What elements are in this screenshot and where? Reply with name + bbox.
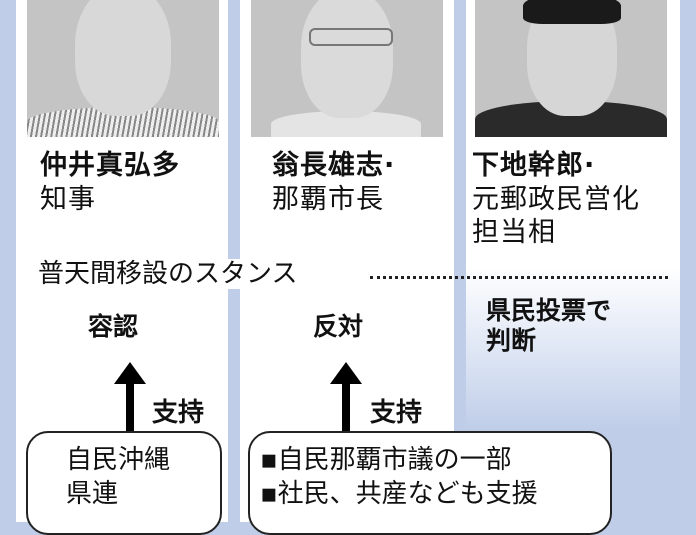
supporter-text: ▪自民那覇市議の一部 (260, 445, 512, 475)
stance-value: 反対 (313, 312, 364, 341)
arrow-up-icon (114, 362, 146, 384)
candidate-title: 知事 (40, 184, 96, 215)
portrait-photo-shimoji (475, 0, 667, 137)
stance-value: 判断 (486, 326, 537, 355)
arrow-shaft (342, 383, 350, 433)
supporter-box (248, 431, 612, 535)
portrait-photo-nakaima (27, 0, 219, 137)
support-label: 支持 (152, 398, 205, 428)
hair-shape (523, 0, 621, 24)
face-shape (301, 0, 393, 118)
supporter-text: ▪社民、共産なども支援 (260, 479, 538, 509)
candidate-name: 翁長雄志· (272, 150, 396, 181)
stance-value: 容認 (88, 312, 139, 341)
stance-value: 県民投票で (486, 296, 612, 325)
portrait-photo-onaga (251, 0, 443, 137)
arrow-shaft (126, 383, 134, 433)
candidate-name: 下地幹郎· (472, 150, 596, 181)
supporter-text: 県連 (66, 479, 119, 509)
dotted-divider (370, 276, 668, 279)
glasses-shape (309, 28, 393, 46)
stance-header: 普天間移設のスタンス (38, 259, 302, 289)
candidate-title: 担当相 (472, 217, 556, 248)
candidate-title: 元郵政民営化 (472, 184, 640, 215)
candidate-title: 那覇市長 (272, 184, 384, 215)
face-shape (75, 0, 171, 116)
supporter-text: 自民沖縄 (66, 445, 171, 475)
support-label: 支持 (370, 398, 423, 428)
candidate-name: 仲井真弘多 (40, 150, 180, 181)
arrow-up-icon (330, 362, 362, 384)
